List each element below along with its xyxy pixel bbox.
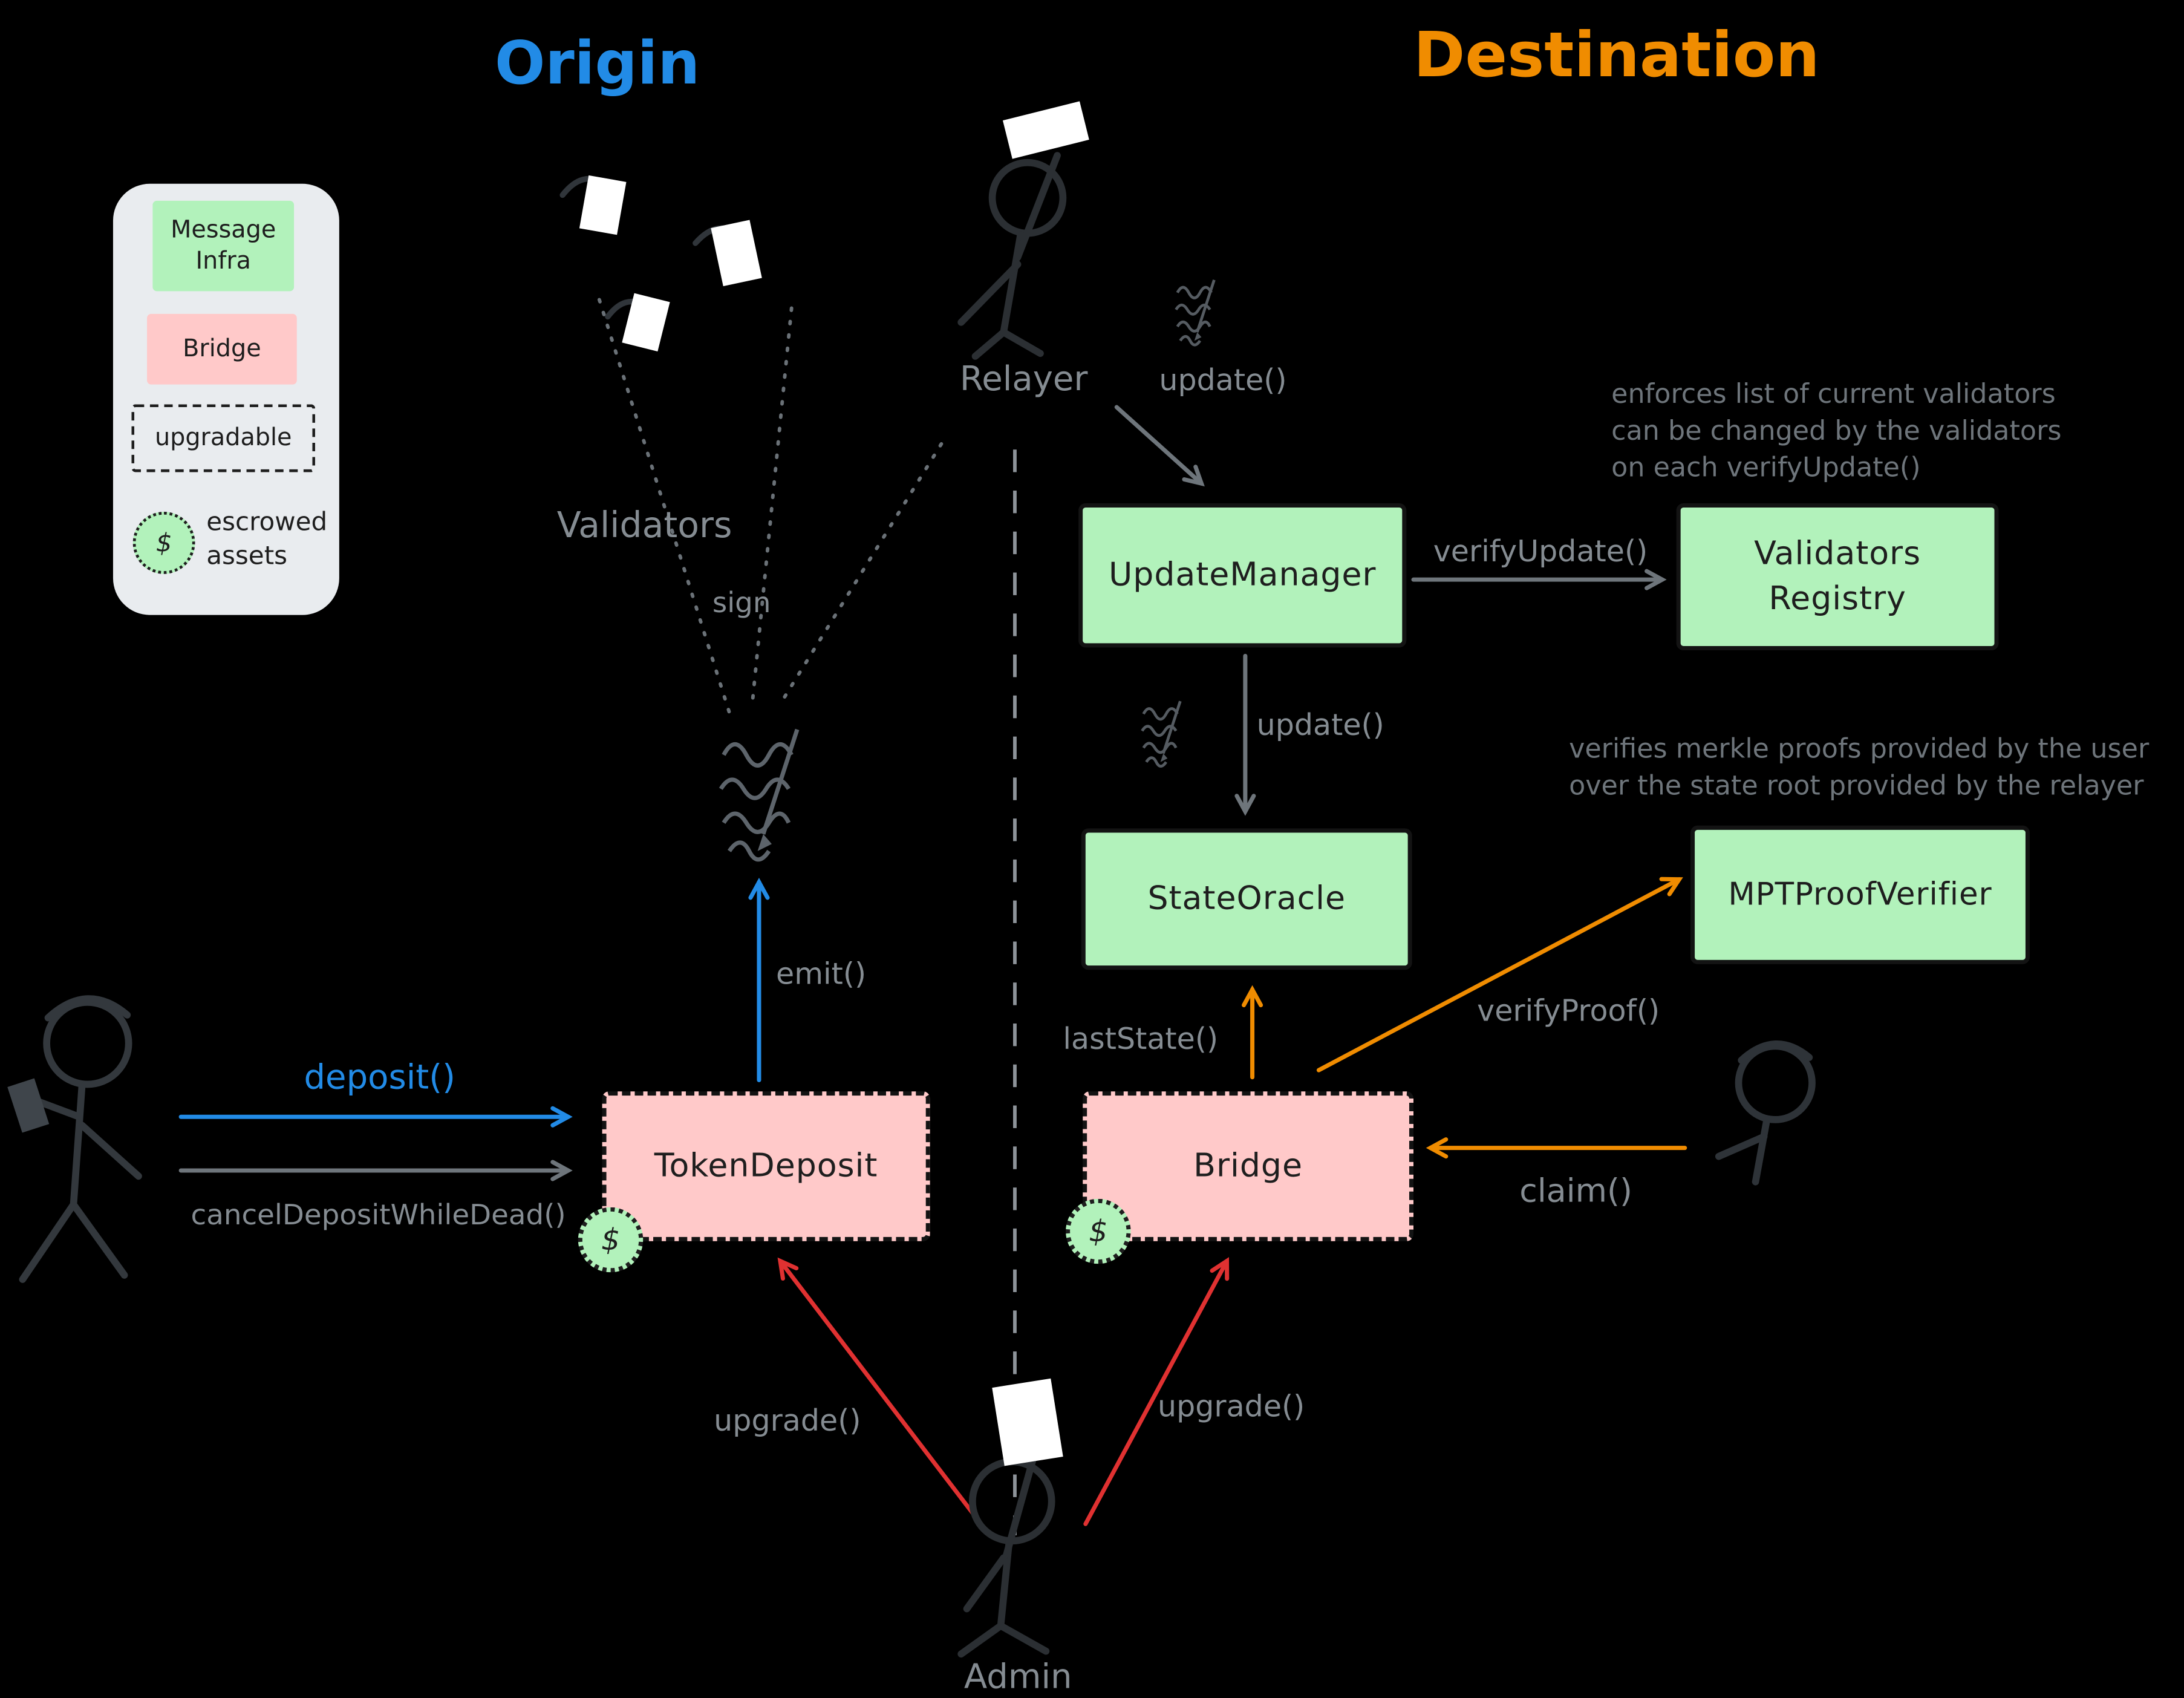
- node-mpt-proof-verifier: MPTProofVerifier: [1690, 825, 2030, 964]
- node-token-deposit: TokenDeposit: [602, 1091, 930, 1241]
- origin-title: Origin: [494, 28, 700, 98]
- edge-label-cancel-deposit: cancelDepositWhileDead(): [191, 1197, 566, 1232]
- merkle-note-line: verifies merkle proofs provided by the u…: [1569, 733, 2150, 765]
- validators-registry-note: enforces list of current validators can …: [1611, 376, 2061, 486]
- edge-label-verify-update: verifyUpdate(): [1433, 534, 1648, 569]
- validators-label: Validators: [556, 505, 732, 546]
- arrow-upgrade-bridge: [1083, 1257, 1230, 1526]
- escrow-badge-token-deposit: $: [578, 1207, 644, 1273]
- arrow-verify-proof: [1316, 877, 1683, 1073]
- node-validators-registry: Validators Registry: [1676, 503, 1999, 651]
- edge-label-emit: emit(): [776, 957, 867, 991]
- arrow-upgrade-token-deposit: [777, 1257, 983, 1526]
- relayer-icon: [957, 101, 1089, 360]
- merkle-note-line: over the state root provided by the rela…: [1569, 770, 2144, 802]
- node-bridge: Bridge: [1083, 1091, 1413, 1241]
- node-update-manager: UpdateManager: [1078, 503, 1407, 648]
- legend-escrowed-icon: $: [132, 511, 195, 574]
- legend-bridge: Bridge: [147, 313, 297, 385]
- edge-label-last-state: lastState(): [1063, 1022, 1219, 1056]
- admin-envelope-icon: [992, 1378, 1063, 1466]
- validators-note-line: on each verifyUpdate(): [1611, 452, 1921, 484]
- validators-note-line: enforces list of current validators: [1611, 379, 2056, 410]
- edge-label-claim: claim(): [1519, 1173, 1632, 1210]
- relayer-label: Relayer: [959, 359, 1088, 399]
- user-origin-icon: [7, 995, 142, 1283]
- validators-note-line: can be changed by the validators: [1611, 416, 2062, 447]
- user-destination-icon: [1715, 1040, 1816, 1186]
- destination-title: Destination: [1413, 19, 1820, 92]
- edge-label-deposit: deposit(): [304, 1057, 456, 1097]
- edge-label-upgrade-left: upgrade(): [714, 1403, 861, 1438]
- edge-label-sign: sign: [712, 585, 771, 619]
- escrow-badge-bridge: $: [1066, 1198, 1131, 1264]
- message-envelopes-icon: [559, 175, 762, 352]
- arrow-update-top: [1114, 405, 1205, 487]
- sign-dotted-lines: [597, 298, 944, 714]
- admin-icon: [957, 1378, 1063, 1658]
- signed-update-icon-top: [1176, 280, 1214, 345]
- signature-icon: [721, 730, 797, 860]
- edge-label-update-top: update(): [1159, 363, 1287, 397]
- admin-label: Admin: [963, 1656, 1072, 1697]
- merkle-proof-note: verifies merkle proofs provided by the u…: [1569, 731, 2149, 805]
- node-state-oracle: StateOracle: [1081, 828, 1412, 970]
- legend-upgradable: upgradable: [131, 404, 316, 472]
- legend-panel: Message Infra Bridge upgradable $ escrow…: [112, 183, 339, 615]
- edge-label-verify-proof: verifyProof(): [1477, 993, 1660, 1028]
- signed-update-icon-mid: [1142, 701, 1180, 766]
- relayer-envelope-icon: [1002, 101, 1089, 159]
- edge-label-upgrade-right: upgrade(): [1158, 1389, 1305, 1424]
- legend-escrowed-label: escrowed assets: [206, 507, 328, 572]
- legend-message-infra: Message Infra: [152, 200, 295, 292]
- edge-label-update-mid: update(): [1256, 708, 1384, 742]
